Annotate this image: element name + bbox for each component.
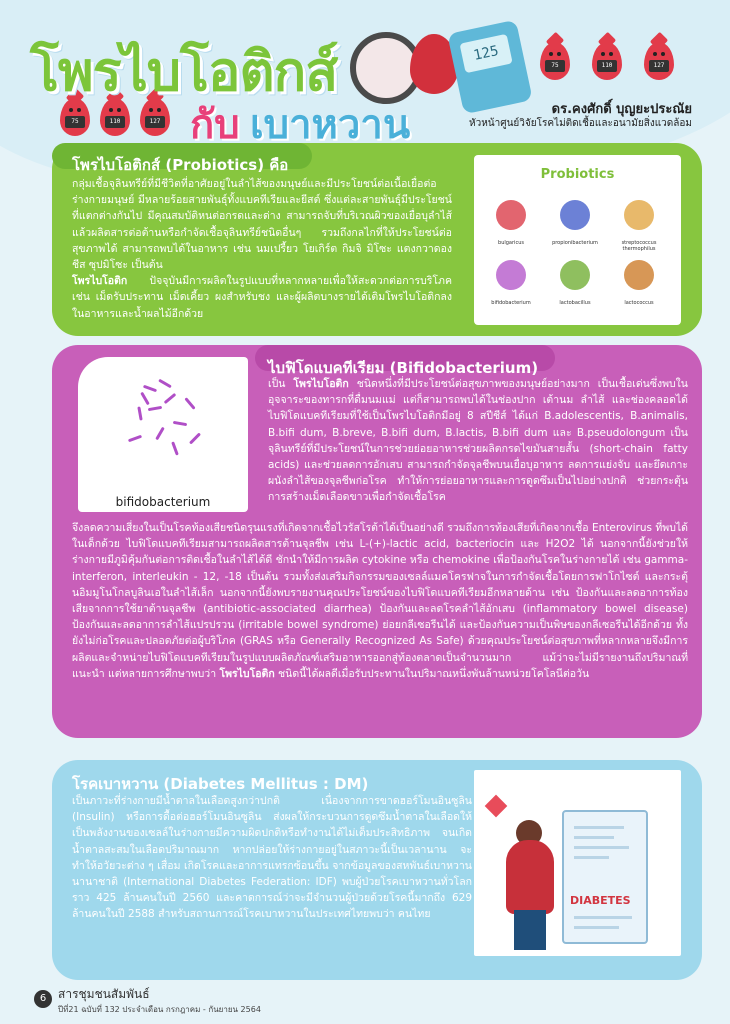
bacteria-label: propionibacterium xyxy=(552,240,598,246)
bifidobacterium-intro: เป็น โพรไบโอติก ชนิดหนึ่งที่มีประโยชน์ต่… xyxy=(268,376,688,506)
bifidobacterium-heading-tab xyxy=(255,345,555,371)
blood-drop-mascot: 110 xyxy=(592,42,622,80)
bacteria-cluster xyxy=(624,200,654,230)
page-subtitle-diabetes: เบาหวาน xyxy=(250,102,411,148)
page-subtitle-with: กับ xyxy=(190,102,240,148)
bacteria-label: bifidobacterium xyxy=(491,300,531,306)
bifido-body-bold: โพรไบโอติก xyxy=(219,667,275,680)
bifido-intro-prefix: เป็น xyxy=(268,378,294,390)
probiotics-bold-term: โพรไบโอติก xyxy=(72,275,128,288)
heart-icon xyxy=(484,794,508,818)
bacteria-cluster xyxy=(560,260,590,290)
bifidobacterium-cluster xyxy=(113,367,213,467)
author-name: ดร.คงศักดิ์ บุญยะประณัย xyxy=(551,102,692,117)
bacteria-label: lactococcus xyxy=(624,300,654,306)
probiotics-paragraph-2: ปัจจุบันมีการผลิตในรูปแบบที่หลากหลายเพื่… xyxy=(72,275,452,320)
bacteria-cluster xyxy=(496,260,526,290)
bifidobacterium-body: จึงลดความเสี่ยงในเป็นโรคท้องเสียชนิดรุนแ… xyxy=(72,520,688,682)
diabetes-clipboard-text: DIABETES xyxy=(570,894,631,907)
bifido-intro-bold: โพรไบโอติก xyxy=(293,378,349,390)
bacteria-label: streptococcus thermophilus xyxy=(621,240,657,252)
publication-issue: ปีที่21 ฉบับที่ 132 ประจำเดือน กรกฎาคม -… xyxy=(58,1005,261,1014)
bifido-body-text: จึงลดความเสี่ยงในเป็นโรคท้องเสียชนิดรุนแ… xyxy=(72,522,688,680)
bifido-intro-text: ชนิดหนึ่งที่มีประโยชน์ต่อสุขภาพของมนุษย์… xyxy=(268,378,688,504)
blood-drop-mascot: 127 xyxy=(644,42,674,80)
probiotics-heading-tab xyxy=(52,143,312,169)
glucometer-reading: 125 xyxy=(459,33,513,74)
diabetes-heading: โรคเบาหวาน (Diabetes Mellitus : DM) xyxy=(72,775,369,793)
blood-drop-mascot: 75 xyxy=(60,98,90,136)
bifido-body-text-end: ชนิดนี้ได้ผลดีเมื่อรับประทานในปริมาณหนึ่… xyxy=(274,667,590,680)
patient-body xyxy=(506,840,554,914)
bacteria-cluster xyxy=(560,200,590,230)
probiotics-illustration: Probiotics bulgaricus propionibacterium … xyxy=(474,155,681,325)
bacteria-cluster xyxy=(496,200,526,230)
page-number: 6 xyxy=(34,990,52,1008)
probiotics-text: กลุ่มเชื้อจุลินทรีย์ที่มีชีวิตที่อาศัยอย… xyxy=(72,176,452,322)
blood-drop-mascot: 75 xyxy=(540,42,570,80)
bacteria-label: bulgaricus xyxy=(498,240,524,246)
bacteria-cluster xyxy=(624,260,654,290)
bacteria-label: lactobacillus xyxy=(559,300,591,306)
bifidobacterium-image-label: bifidobacterium xyxy=(115,495,211,509)
diabetes-text: เป็นภาวะที่ร่างกายมีน้ำตาลในเลือดสูงกว่า… xyxy=(72,795,472,921)
probiotics-paragraph: กลุ่มเชื้อจุลินทรีย์ที่มีชีวิตที่อาศัยอย… xyxy=(72,178,452,272)
probiotics-illustration-title: Probiotics xyxy=(540,167,615,182)
publication-name: สารชุมชนสัมพันธ์ xyxy=(58,987,150,1001)
blood-drop-mascot: 127 xyxy=(140,98,170,136)
blood-drop-mascot: 110 xyxy=(100,98,130,136)
page-title: โพรไบโอติกส์ xyxy=(30,40,338,103)
bifidobacterium-heading: ไบฟิโดแบคทีเรียม (Bifidobacterium) xyxy=(268,359,539,377)
medical-clipboard: DIABETES xyxy=(562,810,648,944)
patient-legs xyxy=(514,910,546,950)
diabetes-illustration: DIABETES xyxy=(474,770,681,956)
author-position: หัวหน้าศูนย์วิจัยโรคไม่ติดเชื้อและอนามัย… xyxy=(469,118,692,129)
probiotics-heading: โพรไบโอติกส์ (Probiotics) คือ xyxy=(72,156,289,174)
bifidobacterium-illustration: bifidobacterium xyxy=(78,357,248,512)
